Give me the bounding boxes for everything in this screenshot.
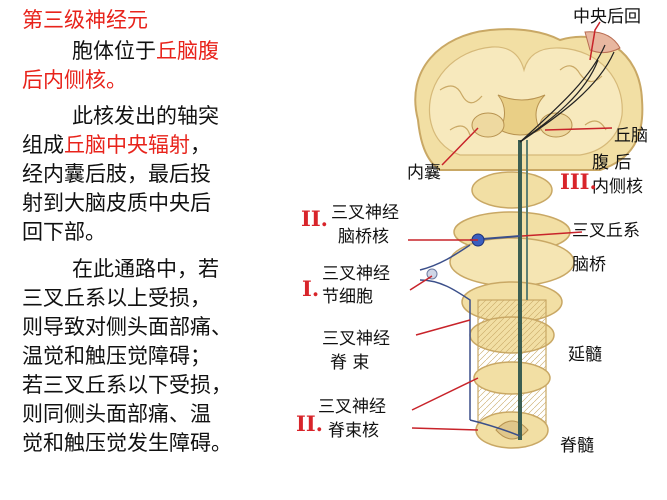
slide-title: 第三级神经元 [22,8,148,32]
brain-coronal-section [414,28,644,171]
label-central-gyrus: 中央后回 [573,7,641,27]
label-ganglion-line-2: 节细胞 [322,287,373,307]
label-spinal-nucleus-line-2: 脊束核 [328,421,379,441]
paragraph-1-line-1: 胞体位于丘脑腹 [72,39,219,63]
highlight-span: 丘脑腹 [156,39,219,63]
text-span: 组成 [22,133,64,157]
paragraph-3-line-1: 在此通路中，若 [72,257,219,281]
label-tract-line-1: 三叉神经 [322,329,390,349]
paragraph-2-line-2: 组成丘脑中央辐射， [22,133,211,157]
ganglion-marker [426,268,438,280]
label-pons-nucleus-line-2: 脑桥核 [338,227,389,247]
paragraph-2-line-4: 射到大脑皮质中央后 [22,191,211,215]
roman-label-1: I. [302,276,320,301]
paragraph-3-line-3: 则导致对侧头面部痛、 [22,315,232,339]
paragraph-2-line-5: 回下部。 [22,220,106,244]
label-pons: 脑桥 [572,255,606,275]
label-thalamus-line-3: 内侧核 [592,177,643,197]
roman-label-2a: II. [301,206,328,231]
label-internal-capsule: 内囊 [407,163,441,183]
trigeminal-pathway-figure [408,21,644,449]
text-span: 胞体位于 [72,39,156,63]
paragraph-3-line-2: 三叉丘系以上受损， [22,286,211,310]
paragraph-2-line-1: 此核发出的轴突 [72,104,219,128]
label-thalamus-line-1: 丘脑 [614,126,648,146]
paragraph-2-line-3: 经内囊后肢，最后投 [22,162,211,186]
paragraph-3-line-4: 温觉和触压觉障碍； [22,344,211,368]
roman-label-3: III. [560,169,597,194]
pathway-fibers [419,44,615,440]
label-medulla: 延髓 [568,345,602,365]
label-pons-nucleus-line-1: 三叉神经 [331,203,399,223]
leader-lines [408,21,613,431]
text-span: ， [190,133,211,157]
label-tract-line-2: 脊 束 [330,353,370,373]
paragraph-3-line-7: 觉和触压觉发生障碍。 [22,431,232,455]
label-ganglion-line-1: 三叉神经 [322,264,390,284]
label-spinal-nucleus-line-1: 三叉神经 [318,397,386,417]
label-lemniscus: 三叉丘系 [572,221,640,241]
label-thalamus-line-2: 腹 后 [592,153,632,173]
paragraph-1-line-2: 后内侧核。 [22,68,127,92]
highlight-span: 丘脑中央辐射 [64,133,190,157]
roman-label-2b: II. [296,411,323,436]
paragraph-3-line-5: 若三叉丘系以下受损， [22,373,232,397]
label-spinal-cord: 脊髓 [560,436,594,456]
brainstem-sections [449,171,575,449]
paragraph-3-line-6: 则同侧头面部痛、温 [22,402,211,426]
